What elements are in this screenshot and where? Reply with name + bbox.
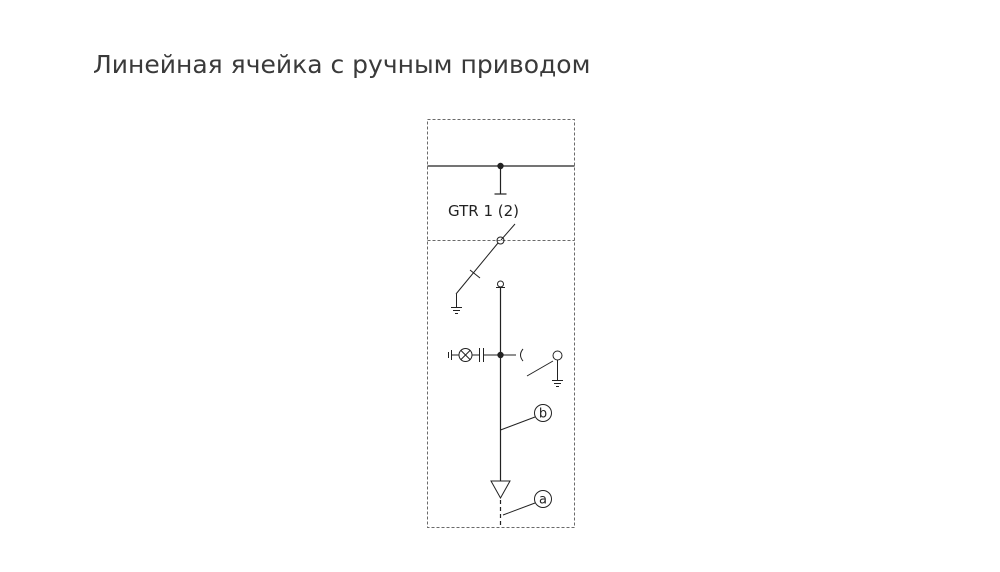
- cell-frame: [427, 119, 575, 528]
- switch-pivot-contact: [496, 236, 505, 245]
- marker-b-leader: [500, 416, 536, 431]
- page-title: Линейная ячейка с ручным приводом: [93, 50, 591, 79]
- marker-b-circle: [534, 404, 552, 422]
- earth-switch-contact: [520, 348, 524, 362]
- earthing-blade-tick: [469, 269, 481, 279]
- earthing-blade: [455, 242, 499, 295]
- lamp-cross-b: [460, 350, 471, 360]
- earth-switch-blade: [526, 360, 554, 377]
- marker-a-leader: [502, 502, 536, 516]
- marker-b-letter: b: [539, 407, 547, 422]
- switch-label: GTR 1 (2): [448, 202, 519, 220]
- switch-blade-top: [500, 223, 516, 241]
- marker-a-circle: [534, 490, 552, 508]
- fixed-contact: [497, 280, 504, 288]
- cable-termination-icon: [490, 480, 511, 500]
- earth-switch-pivot: [552, 350, 563, 361]
- marker-a-letter: a: [539, 493, 547, 508]
